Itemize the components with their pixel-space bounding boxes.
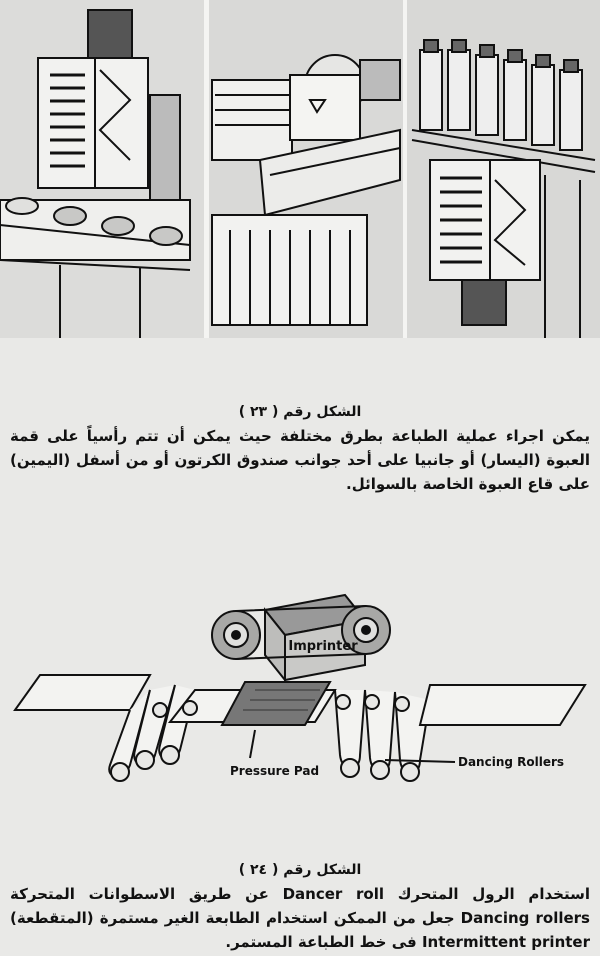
printer-side-panel (211, 54, 401, 326)
printer-bottom-panel (411, 39, 596, 338)
figure-23-illustration (0, 0, 600, 338)
figure-23-description: يمكن اجراء عملية الطباعة بطرق مختلفة حيث… (10, 427, 590, 493)
pressure-pad-label: Pressure Pad (230, 764, 319, 778)
figure-23-caption: الشكل رقم ( ٢٣ ) (238, 404, 362, 420)
figure-24-caption: الشكل رقم ( ٢٤ ) (238, 862, 362, 878)
printer-top-panel (0, 9, 191, 338)
figure-24-diagram: Imprinter Pressure Pad Dancing Rollers (13, 593, 587, 782)
dancing-rollers-label: Dancing Rollers (458, 755, 564, 769)
figure-24-description: استخدام الرول المتحرك Dancer roll عن طري… (10, 885, 590, 951)
imprinter-label: Imprinter (288, 639, 358, 654)
bleed-through-text (0, 340, 600, 400)
